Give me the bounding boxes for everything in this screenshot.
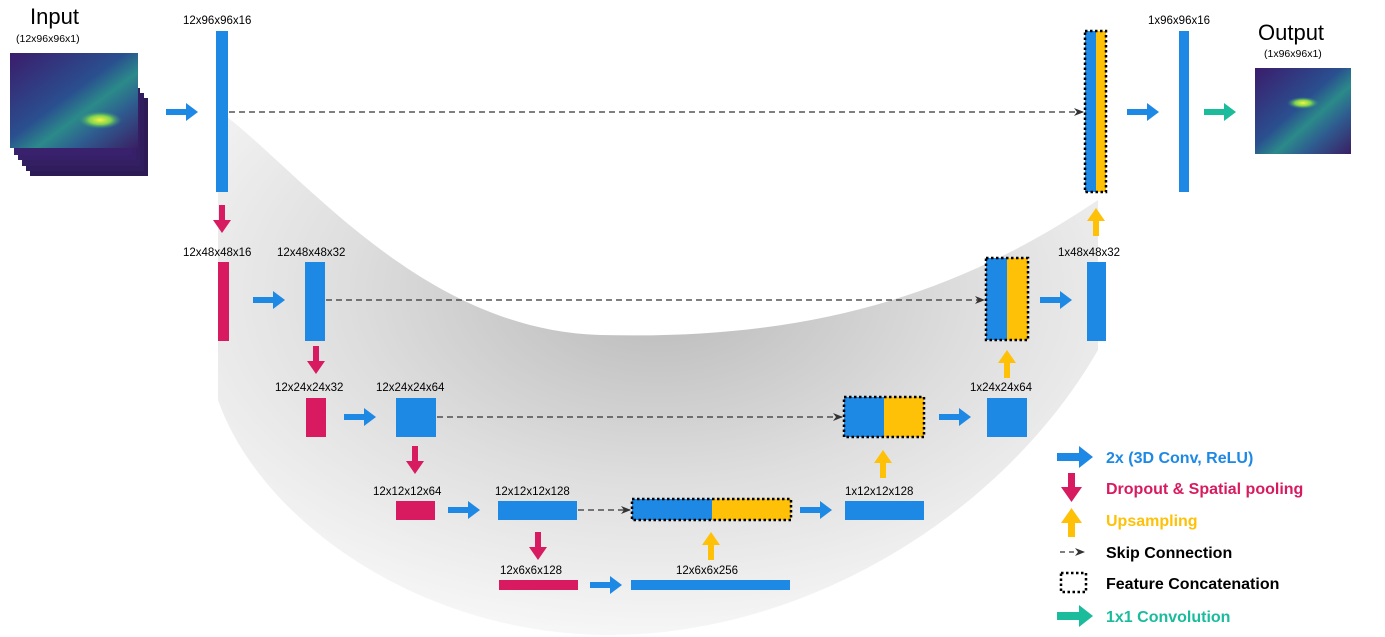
bottom-pool-block [499, 580, 578, 590]
one-by-one-conv-arrow-icon [1204, 103, 1236, 121]
dec2-conv-block [1087, 262, 1106, 341]
legend-one-by-one-text: 1x1 Convolution [1106, 609, 1230, 626]
blue-right-arrow-icon [1057, 446, 1093, 468]
dec4-conv-block [845, 501, 924, 520]
enc2-conv-label: 12x48x48x32 [277, 247, 345, 259]
output-subtitle: (1x96x96x1) [1264, 48, 1322, 60]
output-title: Output [1258, 20, 1324, 45]
dec1-conv-block [1179, 31, 1189, 192]
dec2-concat-block [984, 256, 1030, 342]
bottom-conv-block [631, 580, 790, 590]
upsample-arrow-icon [702, 532, 720, 560]
input-subtitle: (12x96x96x1) [16, 33, 80, 45]
bottom-conv-label: 12x6x6x256 [676, 565, 738, 577]
enc1-conv-block [216, 31, 228, 192]
pool-arrow-icon [213, 205, 231, 233]
conv-arrow-icon [800, 501, 832, 519]
legend-conv-text: 2x (3D Conv, ReLU) [1106, 450, 1253, 467]
conv-arrow-icon [253, 291, 285, 309]
dotted-box-icon [1059, 571, 1088, 594]
dec1-conv-label: 1x96x96x16 [1148, 15, 1210, 27]
enc4-pool-label: 12x12x12x64 [373, 486, 442, 498]
pool-arrow-icon [529, 532, 547, 560]
pink-down-arrow-icon [1061, 473, 1082, 502]
dec3-conv-block [987, 398, 1027, 437]
upsample-arrow-icon [874, 450, 892, 478]
upsample-arrows [702, 208, 1105, 560]
enc3-conv-block [396, 398, 436, 437]
legend-pool-text: Dropout & Spatial pooling [1106, 481, 1303, 498]
upsample-arrow-icon [1087, 208, 1105, 236]
enc3-pool-block [306, 398, 326, 437]
dec2-conv-label: 1x48x48x32 [1058, 247, 1120, 259]
dec3-conv-label: 1x24x24x64 [970, 382, 1033, 394]
pool-arrow-icon [307, 346, 325, 374]
conv-arrows [166, 103, 1159, 594]
enc4-conv-label: 12x12x12x128 [495, 486, 570, 498]
enc1-conv-label: 12x96x96x16 [183, 15, 251, 27]
enc2-conv-block [305, 262, 325, 341]
conv-arrow-icon [166, 103, 198, 121]
legend: 2x (3D Conv, ReLU) Dropout & Spatial poo… [1057, 446, 1303, 627]
conv-arrow-icon [1040, 291, 1072, 309]
pool-arrow-icon [406, 446, 424, 474]
u-shaped-background-band [218, 110, 1098, 635]
output-image [1255, 68, 1351, 154]
enc3-conv-label: 12x24x24x64 [376, 382, 445, 394]
bottom-pool-label: 12x6x6x128 [500, 565, 562, 577]
teal-right-arrow-icon [1057, 605, 1093, 627]
dec3-concat-block [842, 395, 926, 439]
dec4-conv-label: 1x12x12x128 [845, 486, 913, 498]
dec4-concat-block [630, 497, 793, 522]
dec1-concat-block [1083, 29, 1108, 194]
conv-arrow-icon [344, 408, 376, 426]
enc3-pool-label: 12x24x24x32 [275, 382, 343, 394]
legend-concat-text: Feature Concatenation [1106, 576, 1279, 593]
enc2-pool-block [218, 262, 229, 341]
pool-arrows [213, 205, 547, 560]
enc2-pool-label: 12x48x48x16 [183, 247, 251, 259]
upsample-arrow-icon [998, 350, 1016, 378]
input-image-stack [10, 53, 148, 176]
legend-upsample-text: Upsampling [1106, 513, 1198, 530]
conv-arrow-icon [1127, 103, 1159, 121]
enc4-conv-block [498, 501, 577, 520]
conv-arrow-icon [448, 501, 480, 519]
conv-arrow-icon [590, 576, 622, 594]
yellow-up-arrow-icon [1061, 508, 1082, 537]
input-title: Input [30, 4, 79, 29]
conv-arrow-icon [939, 408, 971, 426]
enc4-pool-block [396, 501, 435, 520]
legend-skip-text: Skip Connection [1106, 545, 1232, 562]
